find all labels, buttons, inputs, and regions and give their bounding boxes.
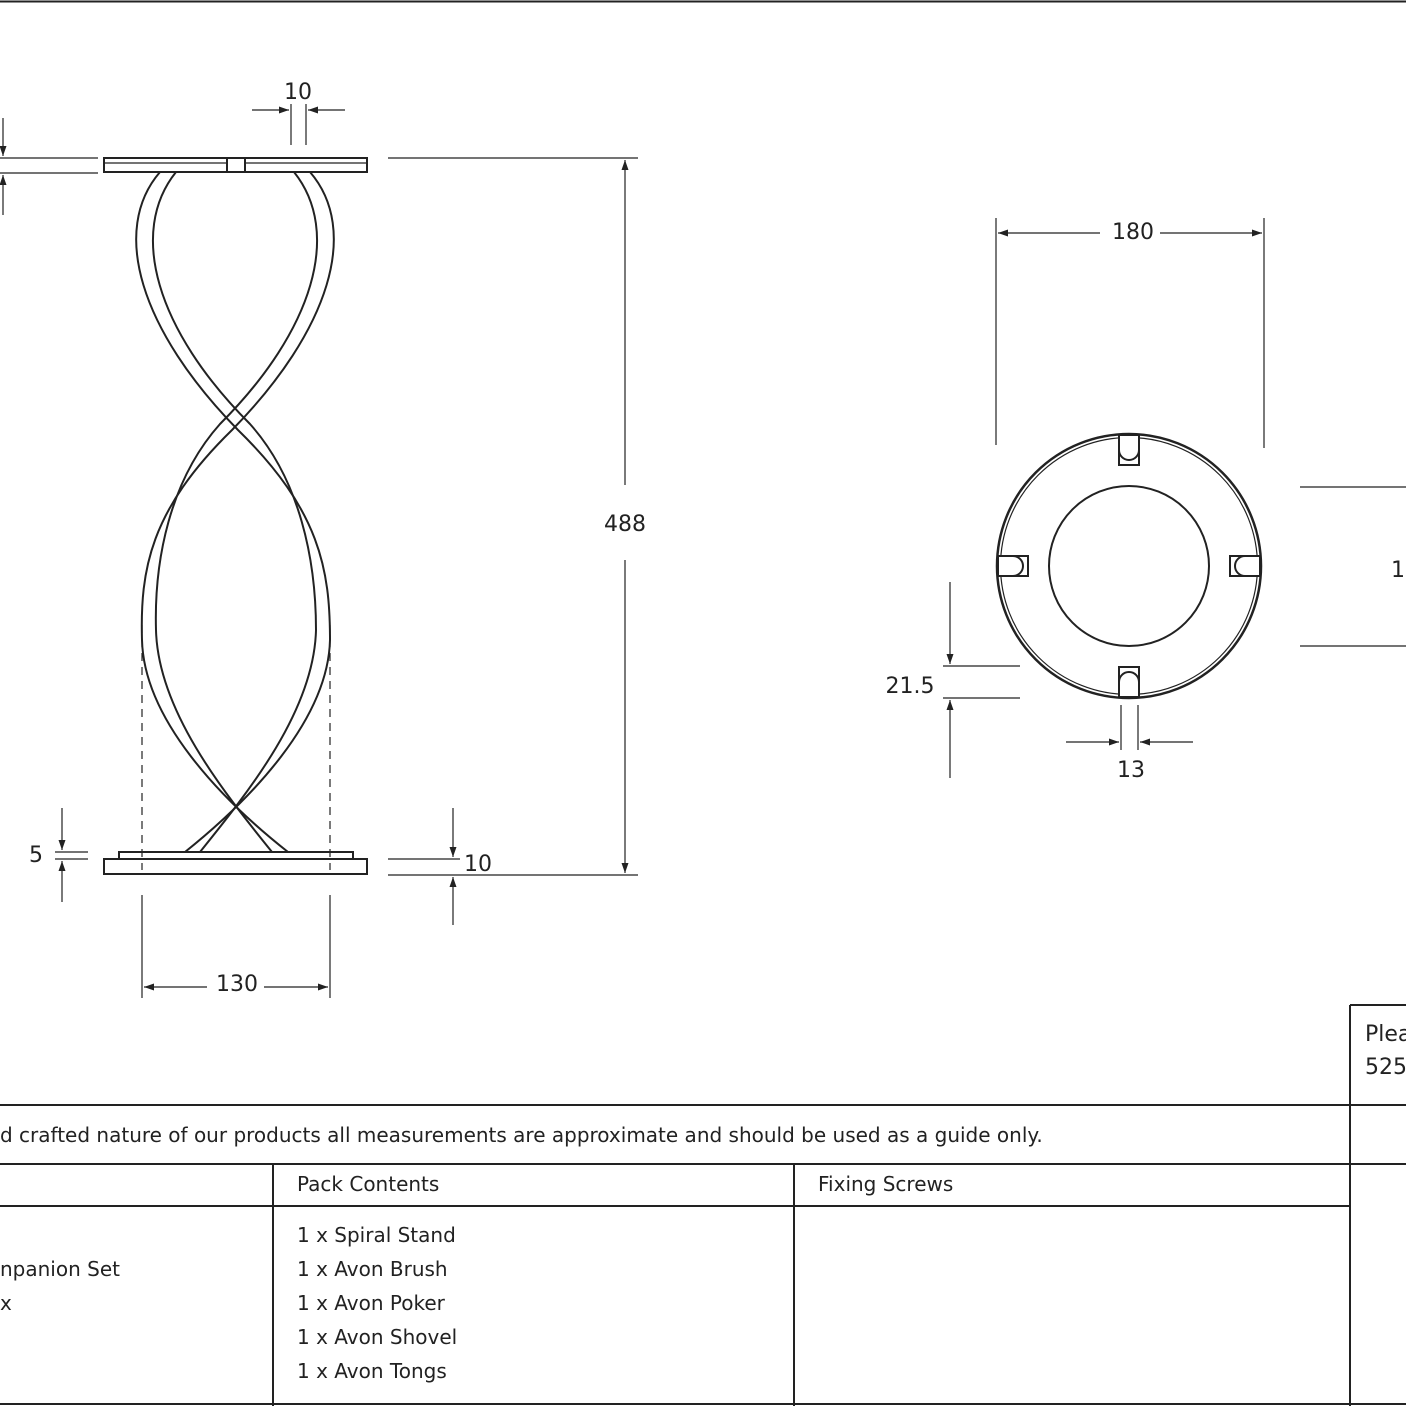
clip-top bbox=[1118, 434, 1140, 466]
dim-ring-partial: 1 bbox=[1391, 558, 1405, 583]
clip-left bbox=[997, 555, 1029, 577]
spiral-legs bbox=[135, 171, 335, 853]
spiral-leg-a-inner bbox=[151, 171, 318, 853]
plan-view-dimensions bbox=[943, 218, 1406, 778]
top-slot bbox=[226, 157, 246, 173]
spiral-leg-a-outer bbox=[135, 171, 332, 853]
base-step bbox=[118, 851, 354, 860]
description-line-1: npanion Set bbox=[0, 1257, 120, 1281]
dim-base-step-height: 5 bbox=[29, 843, 43, 868]
dim-top-slot-width: 10 bbox=[284, 80, 312, 105]
plan-view bbox=[995, 432, 1263, 700]
clip-bottom bbox=[1118, 666, 1140, 698]
dim-ring-diameter: 180 bbox=[1112, 220, 1154, 245]
dim-clip-width: 13 bbox=[1117, 758, 1145, 783]
spiral-leg-b-outer bbox=[140, 171, 335, 853]
ring-inner-hole bbox=[1048, 485, 1210, 647]
dim-total-height: 488 bbox=[604, 512, 646, 537]
description-line-2: x bbox=[0, 1291, 12, 1315]
list-item: 1 x Avon Poker bbox=[297, 1291, 445, 1315]
disclaimer-text: d crafted nature of our products all mea… bbox=[0, 1123, 1043, 1147]
info-box-line-1: Plea bbox=[1365, 1022, 1406, 1047]
ring-outer-inner-edge bbox=[999, 436, 1259, 696]
list-item: 1 x Avon Tongs bbox=[297, 1359, 447, 1383]
header-fixing-screws: Fixing Screws bbox=[818, 1172, 954, 1196]
ring-outer-edge bbox=[995, 432, 1263, 700]
base-plate bbox=[103, 858, 368, 875]
list-item: 1 x Spiral Stand bbox=[297, 1223, 456, 1247]
spiral-leg-b-inner bbox=[154, 171, 319, 853]
title-block bbox=[0, 1004, 1406, 1406]
side-view-dimensions bbox=[0, 104, 638, 998]
side-view bbox=[103, 157, 368, 875]
list-item: 1 x Avon Shovel bbox=[297, 1325, 458, 1349]
dim-base-width: 130 bbox=[216, 972, 258, 997]
info-box-line-2: 525 bbox=[1365, 1055, 1406, 1080]
list-item: 1 x Avon Brush bbox=[297, 1257, 448, 1281]
dim-base-thickness: 10 bbox=[464, 852, 492, 877]
dim-clip-offset: 21.5 bbox=[886, 674, 935, 699]
clip-right bbox=[1229, 555, 1261, 577]
header-pack-contents: Pack Contents bbox=[297, 1172, 440, 1196]
